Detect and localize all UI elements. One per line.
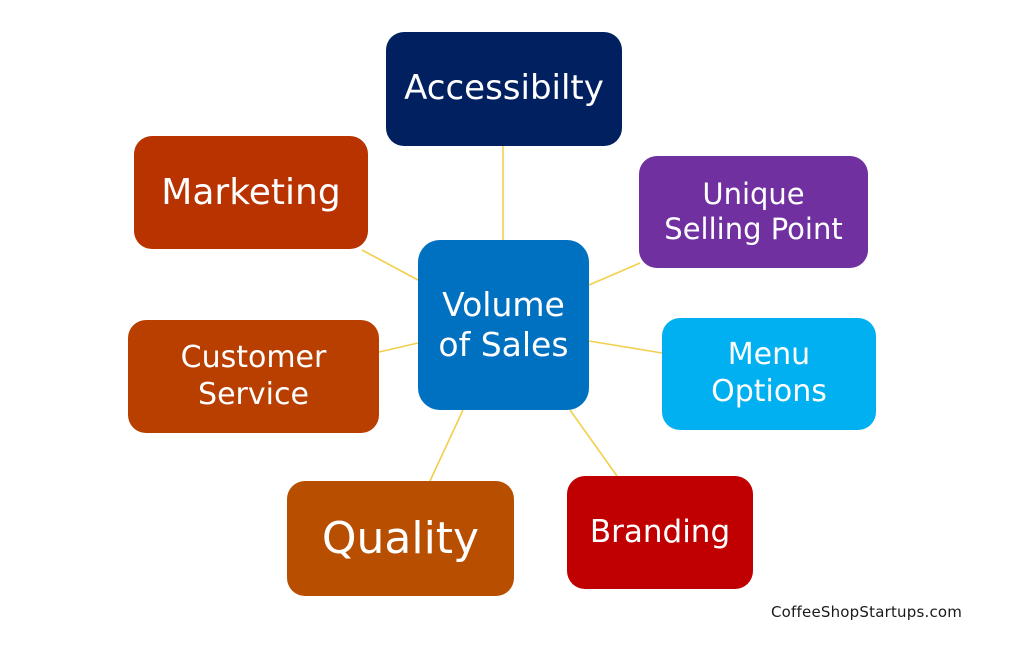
node-accessibility: Accessibilty — [386, 32, 622, 146]
connector-quality — [429, 409, 464, 482]
node-unique-selling-point-label: Unique Selling Point — [664, 176, 843, 246]
node-menu-options: Menu Options — [662, 318, 876, 430]
node-branding: Branding — [567, 476, 753, 589]
node-volume-of-sales-label: Volume of Sales — [438, 284, 569, 364]
node-menu-options-label: Menu Options — [711, 337, 827, 409]
connector-customer — [378, 342, 419, 353]
node-accessibility-label: Accessibilty — [404, 68, 604, 109]
connector-menu — [588, 340, 663, 354]
node-branding-label: Branding — [589, 513, 731, 550]
connector-marketing — [361, 249, 419, 281]
node-customer-service-label: Customer Service — [180, 339, 327, 412]
node-quality-label: Quality — [321, 512, 480, 564]
node-unique-selling-point: Unique Selling Point — [639, 156, 868, 268]
node-marketing-label: Marketing — [161, 171, 341, 213]
watermark-text: CoffeeShopStartups.com — [771, 603, 963, 621]
connector-usp — [588, 262, 641, 286]
node-marketing: Marketing — [134, 136, 368, 249]
connector-branding — [569, 409, 618, 477]
node-customer-service: Customer Service — [128, 320, 379, 433]
node-volume-of-sales: Volume of Sales — [418, 240, 589, 410]
node-quality: Quality — [287, 481, 514, 596]
